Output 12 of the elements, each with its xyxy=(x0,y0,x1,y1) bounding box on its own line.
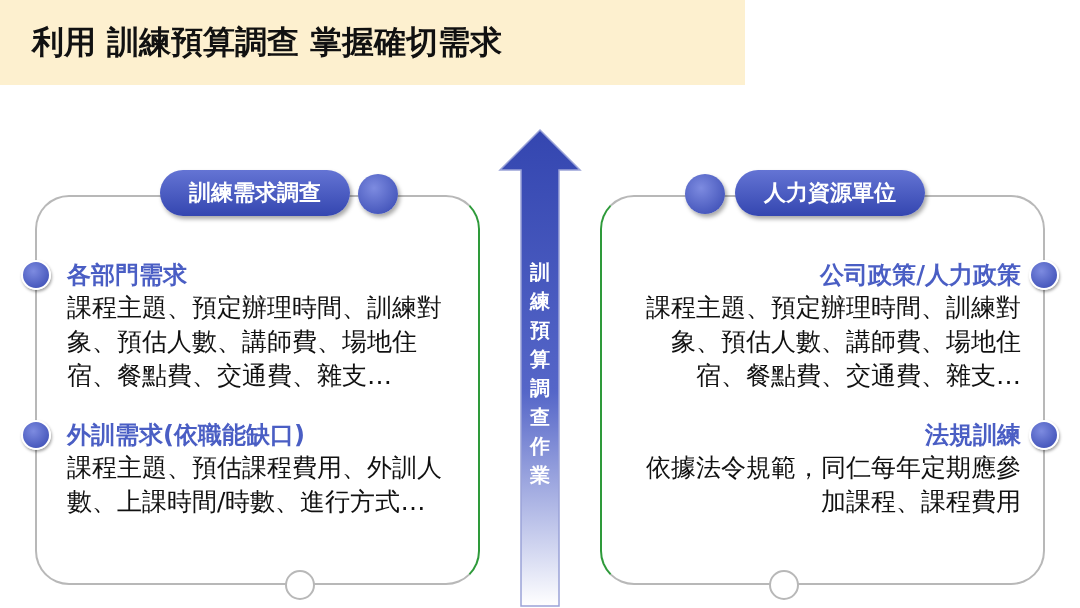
title: 利用 訓練預算調查 掌握確切需求 xyxy=(32,22,503,63)
item-heading: 外訓需求(依職能缺口) xyxy=(67,420,306,451)
item-heading: 公司政策/人力政策 xyxy=(818,260,1021,291)
item-description: 依據法令規範，同仁每年定期應參加課程、課程費用 xyxy=(645,452,1021,518)
item-description: 課程主題、預估課程費用、外訓人數、上課時間/時數、進行方式… xyxy=(67,452,443,518)
arrow-label: 訓練預算調查作業 xyxy=(528,259,551,489)
heading-pill: 訓練需求調查 xyxy=(160,170,350,216)
item-heading: 各部門需求 xyxy=(67,260,188,291)
item-description: 課程主題、預定辦理時間、訓練對象、預估人數、講師費、場地住宿、餐點費、交通費、雜支… xyxy=(67,292,443,392)
item-description: 課程主題、預定辦理時間、訓練對象、預估人數、講師費、場地住宿、餐點費、交通費、雜支… xyxy=(645,292,1021,392)
heading-pill: 人力資源單位 xyxy=(735,170,925,216)
item-heading: 法規訓練 xyxy=(924,420,1021,451)
